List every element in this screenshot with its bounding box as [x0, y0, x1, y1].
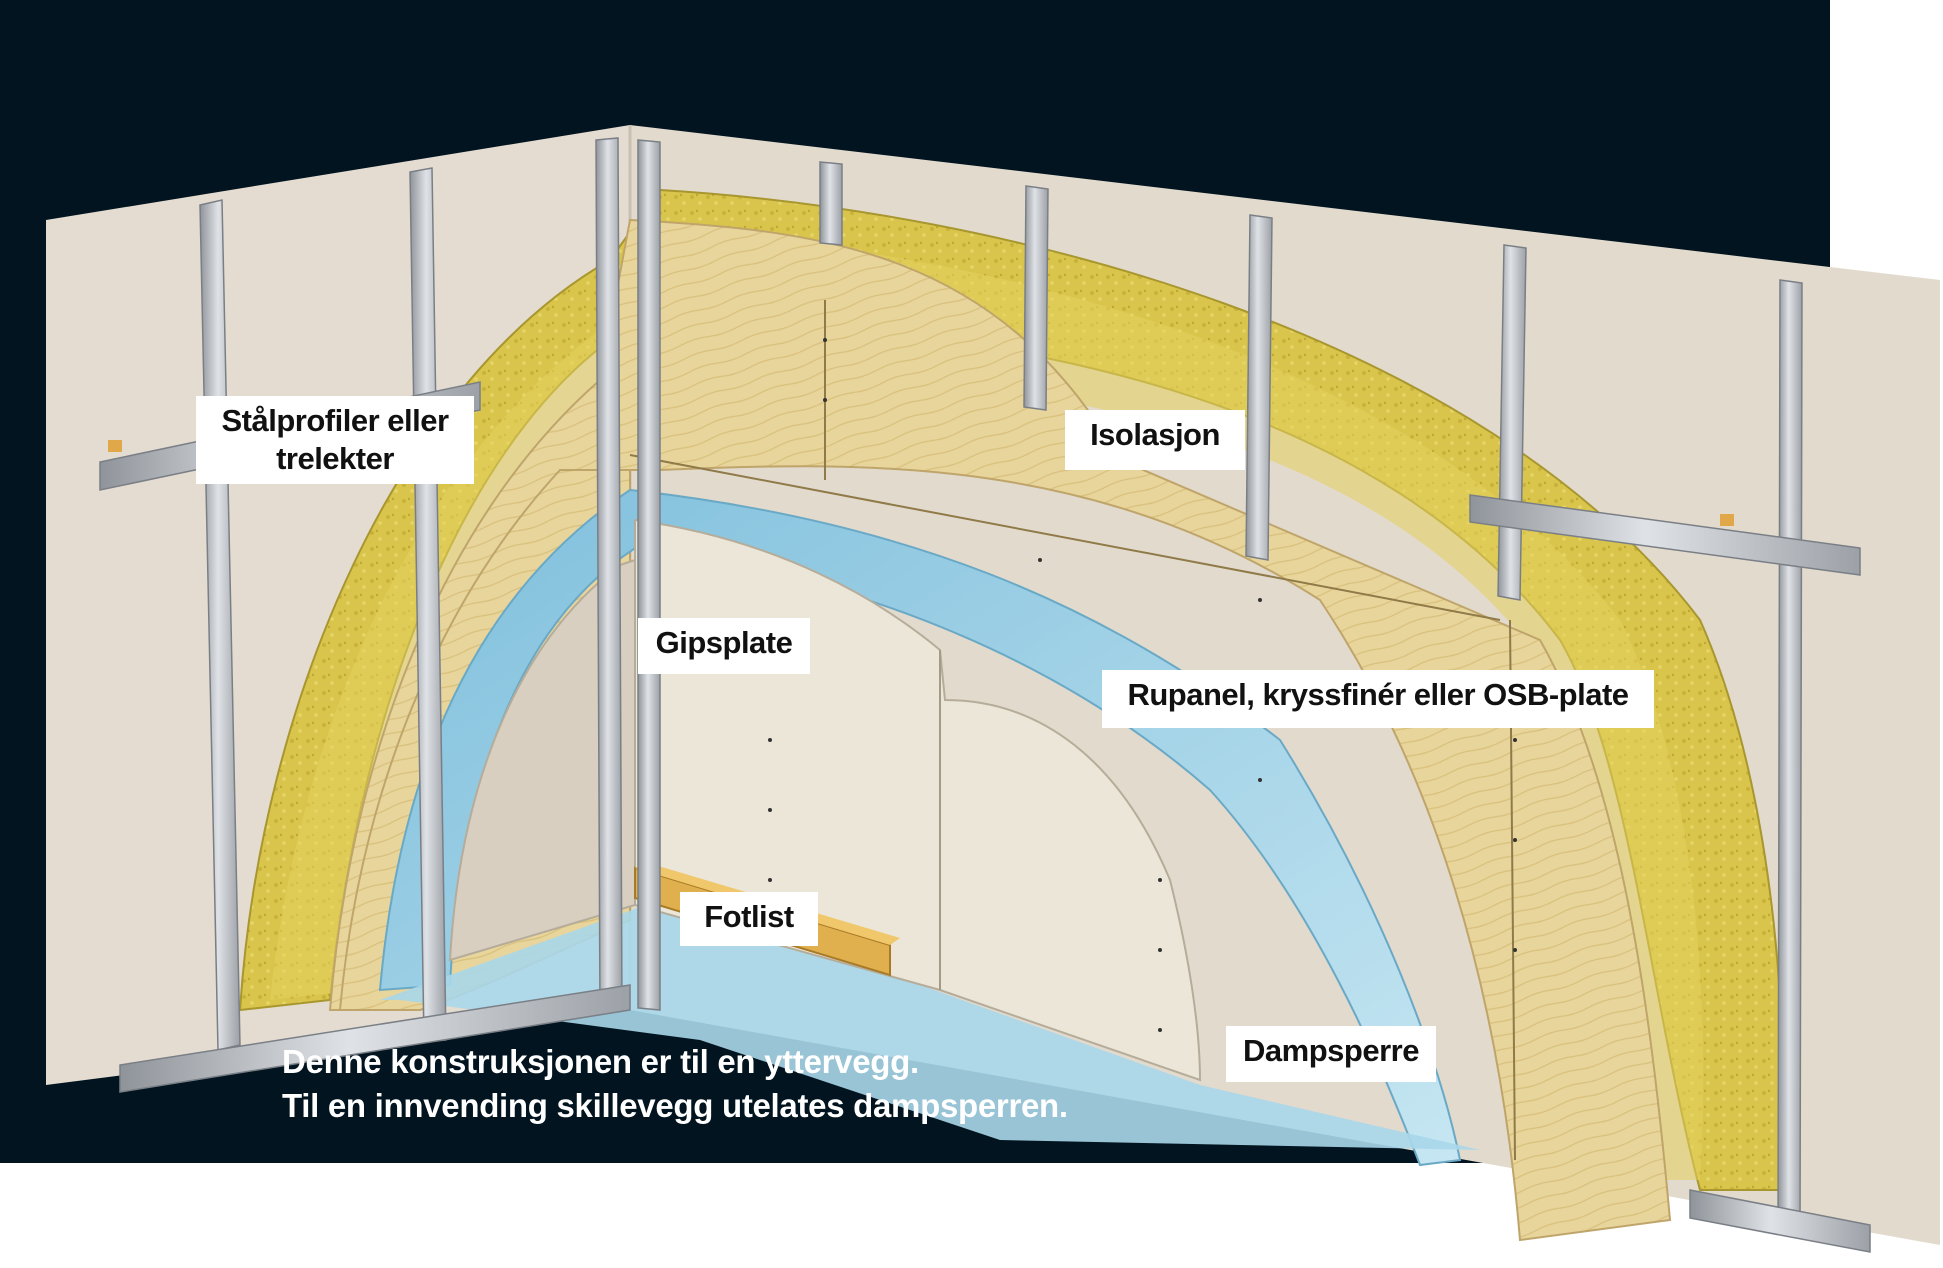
label-stalprofiler-line1: Stålprofiler eller [221, 403, 449, 438]
construction-note-line2: Til en innvending skillevegg utelates da… [282, 1087, 1068, 1124]
label-rupanel: Rupanel, kryssfinér eller OSB-plate [1102, 670, 1654, 728]
construction-note-line1: Denne konstruksjonen er til en yttervegg… [282, 1043, 919, 1080]
label-dampsperre: Dampsperre [1226, 1026, 1436, 1082]
bottom-track-left [119, 984, 631, 1093]
label-stalprofiler-line2: trelekter [276, 441, 394, 476]
label-isolasjon: Isolasjon [1065, 410, 1245, 470]
label-stalprofiler: Stålprofiler eller trelekter [196, 396, 474, 484]
label-fotlist: Fotlist [680, 892, 818, 946]
bottom-track-right [1689, 1189, 1871, 1253]
construction-note: Denne konstruksjonen er til en yttervegg… [282, 1040, 1068, 1128]
horizontal-rail-right [1469, 494, 1861, 576]
insulation-band [270, 230, 1704, 1180]
steel-studs [199, 137, 1803, 1236]
plywood-seam-line [629, 454, 1501, 621]
label-gipsplate: Gipsplate [638, 618, 810, 674]
